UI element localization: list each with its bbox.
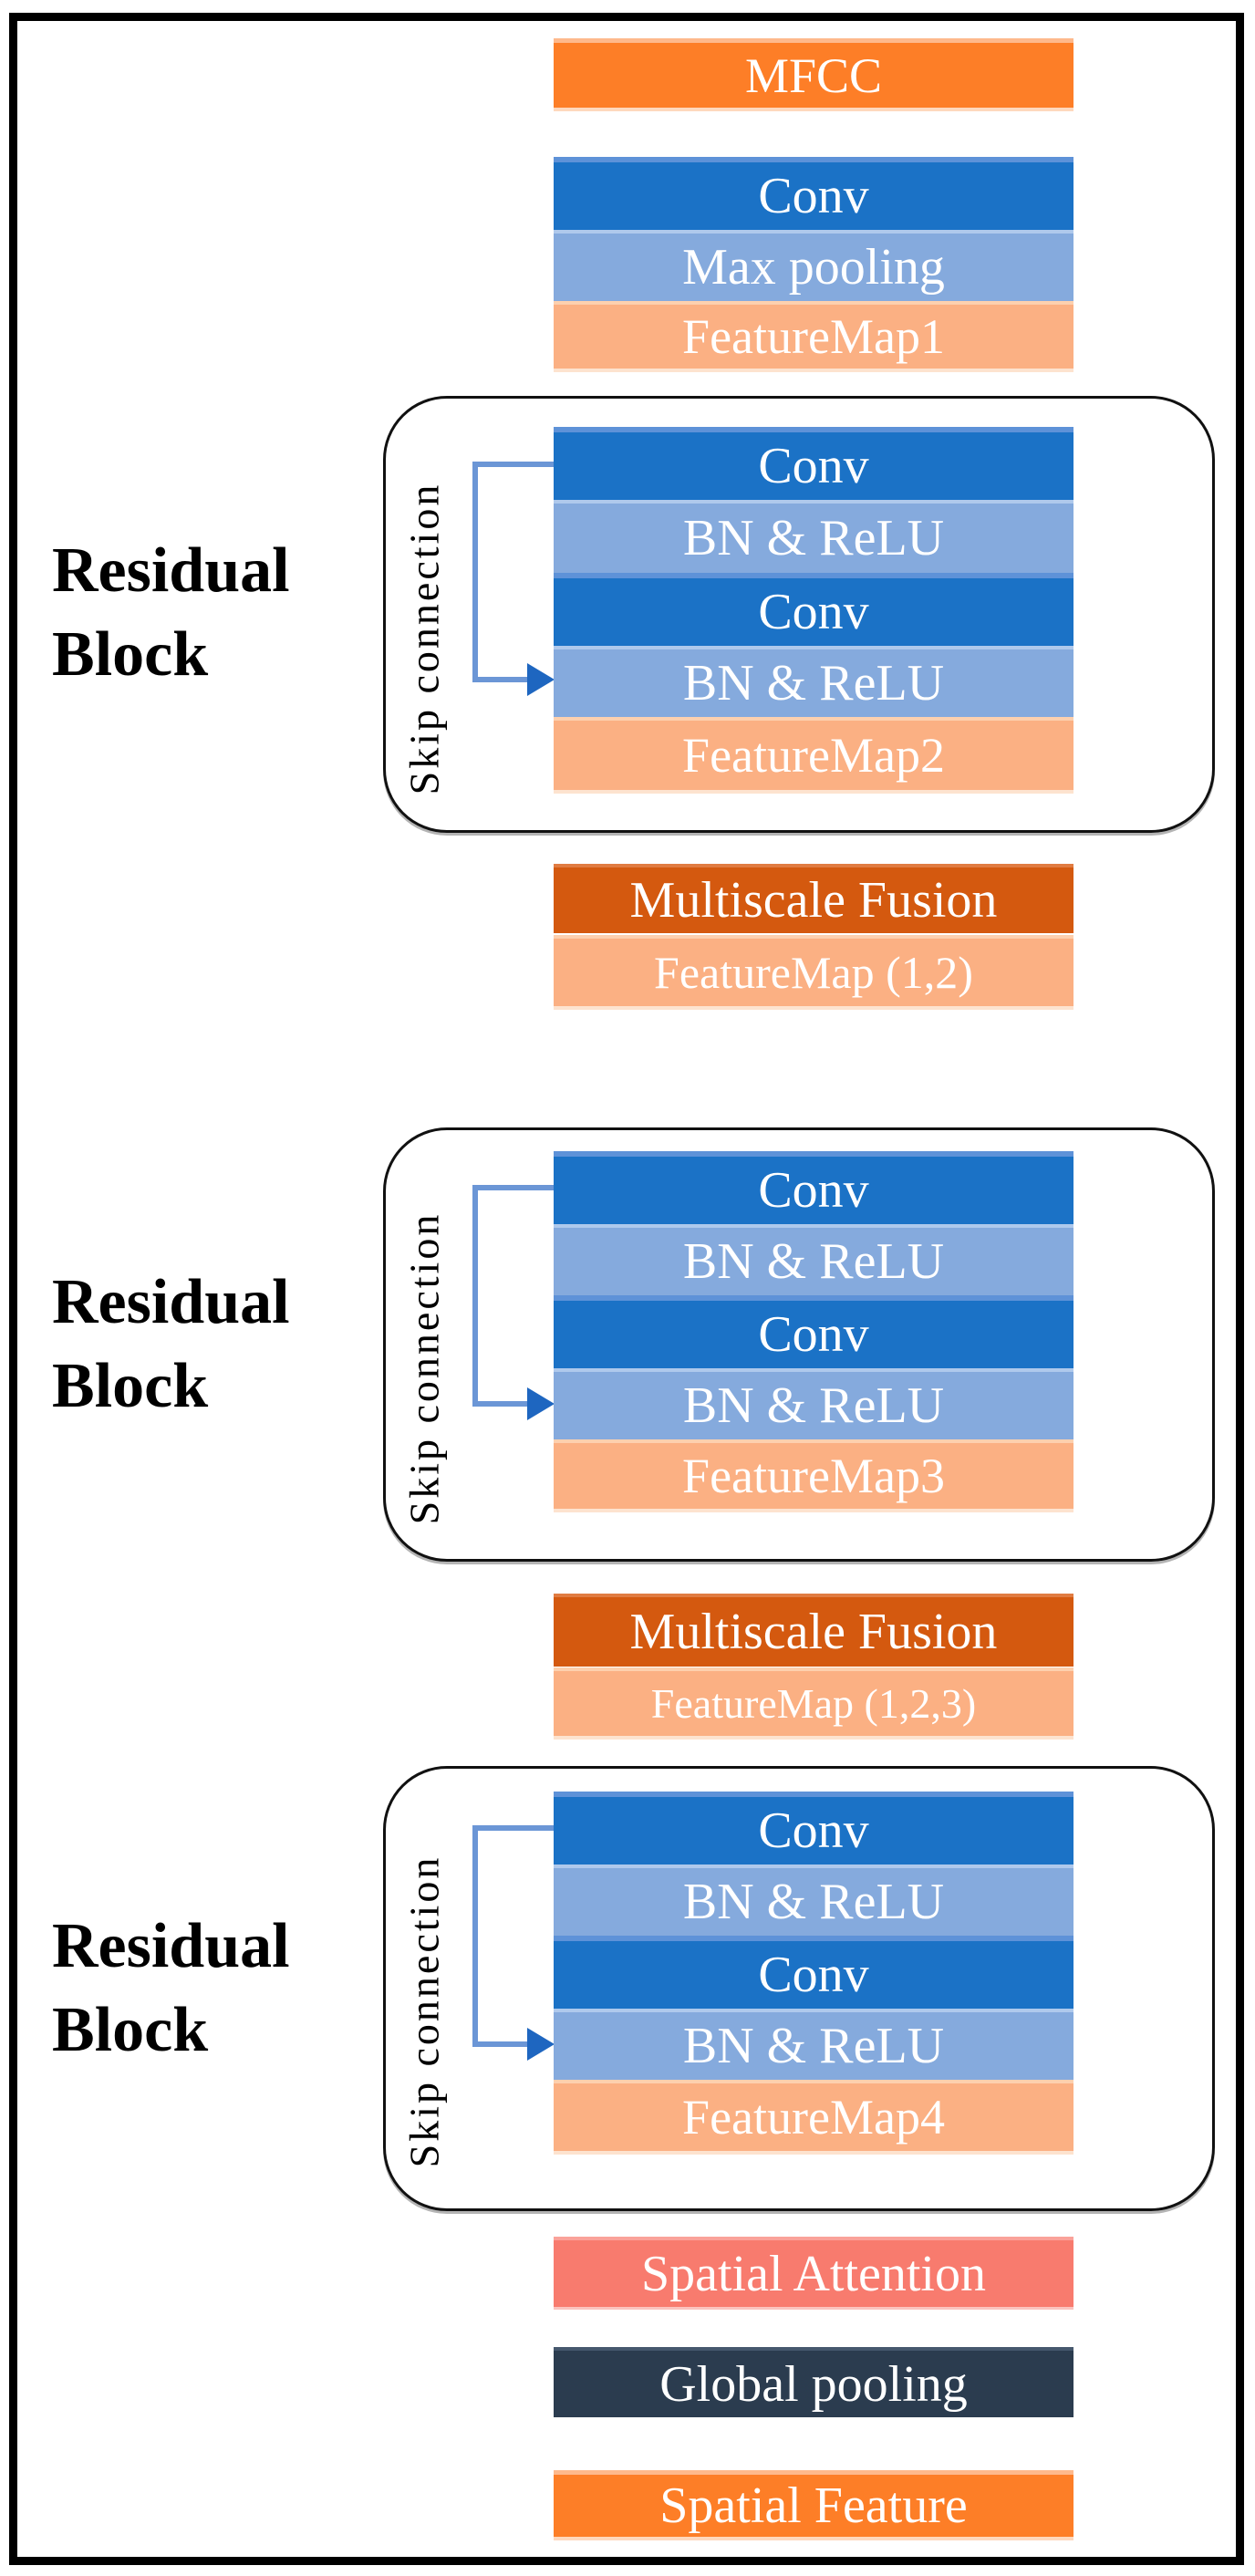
residual-block-2-side-label: Residual Block — [52, 1267, 290, 1421]
residual-block-1-side-label: Residual Block — [52, 529, 290, 697]
skip-connection-1-arrow-icon — [527, 663, 555, 696]
spatial-attention-box: Spatial Attention — [554, 2237, 1073, 2310]
residual-block-2-outline — [383, 1127, 1215, 1562]
rb2-featuremap3-box: FeatureMap3 — [554, 1439, 1073, 1512]
fusion2-featuremap-box: FeatureMap (1,2,3) — [554, 1667, 1073, 1740]
skip-connection-1-line-top — [472, 462, 554, 467]
skip-connection-3-line-top — [472, 1825, 554, 1831]
skip-connection-1-line-vertical — [472, 462, 478, 682]
residual-block-3-side-label: Residual Block — [52, 1911, 290, 2065]
stem-featuremap1-label: FeatureMap1 — [682, 309, 945, 364]
rb1-bnrelu1-box: BN & ReLU — [554, 500, 1073, 573]
rb2-bnrelu2-box: BN & ReLU — [554, 1368, 1073, 1439]
rb1-conv2-box: Conv — [554, 573, 1073, 646]
fusion2-box: Multiscale Fusion — [554, 1594, 1073, 1667]
skip-connection-1-line-bottom — [472, 677, 531, 682]
stem-maxpool-box: Max pooling — [554, 230, 1073, 301]
stem-featuremap1-box: FeatureMap1 — [554, 301, 1073, 372]
rb2-conv2-box: Conv — [554, 1295, 1073, 1368]
skip-connection-2-line-top — [472, 1185, 554, 1190]
rb3-conv1-box: Conv — [554, 1792, 1073, 1864]
residual-block-3-outline — [383, 1766, 1215, 2211]
residual-label-line1: Residual — [52, 535, 290, 606]
rb1-bnrelu2-box: BN & ReLU — [554, 646, 1073, 717]
mfcc-label: MFCC — [744, 47, 883, 103]
fusion1-featuremap-box: FeatureMap (1,2) — [554, 935, 1073, 1010]
stem-maxpool-label: Max pooling — [682, 239, 945, 296]
fusion1-box: Multiscale Fusion — [554, 864, 1073, 933]
rb1-conv1-box: Conv — [554, 427, 1073, 500]
skip-connection-2-line-vertical — [472, 1185, 478, 1407]
residual-label-line2: Block — [52, 619, 209, 690]
spatial-feature-box: Spatial Feature — [554, 2470, 1073, 2540]
stem-conv-label: Conv — [758, 168, 869, 224]
global-pooling-box: Global pooling — [554, 2347, 1073, 2417]
skip-connection-2-arrow-icon — [527, 1387, 555, 1420]
rb3-bnrelu1-box: BN & ReLU — [554, 1864, 1073, 1936]
diagram-outer-border — [9, 13, 1244, 2565]
rb2-conv1-box: Conv — [554, 1151, 1073, 1224]
rb1-featuremap2-box: FeatureMap2 — [554, 717, 1073, 794]
rb3-featuremap4-box: FeatureMap4 — [554, 2080, 1073, 2155]
skip-connection-3-line-bottom — [472, 2041, 531, 2047]
rb2-bnrelu1-box: BN & ReLU — [554, 1224, 1073, 1295]
stem-conv-box: Conv — [554, 157, 1073, 230]
rb3-conv2-box: Conv — [554, 1936, 1073, 2009]
skip-connection-2-line-bottom — [472, 1401, 531, 1407]
residual-block-1-outline — [383, 396, 1215, 833]
mfcc-input-box: MFCC — [554, 38, 1073, 111]
skip-connection-3-line-vertical — [472, 1825, 478, 2047]
rb3-bnrelu2-box: BN & ReLU — [554, 2009, 1073, 2080]
skip-connection-3-arrow-icon — [527, 2028, 555, 2061]
